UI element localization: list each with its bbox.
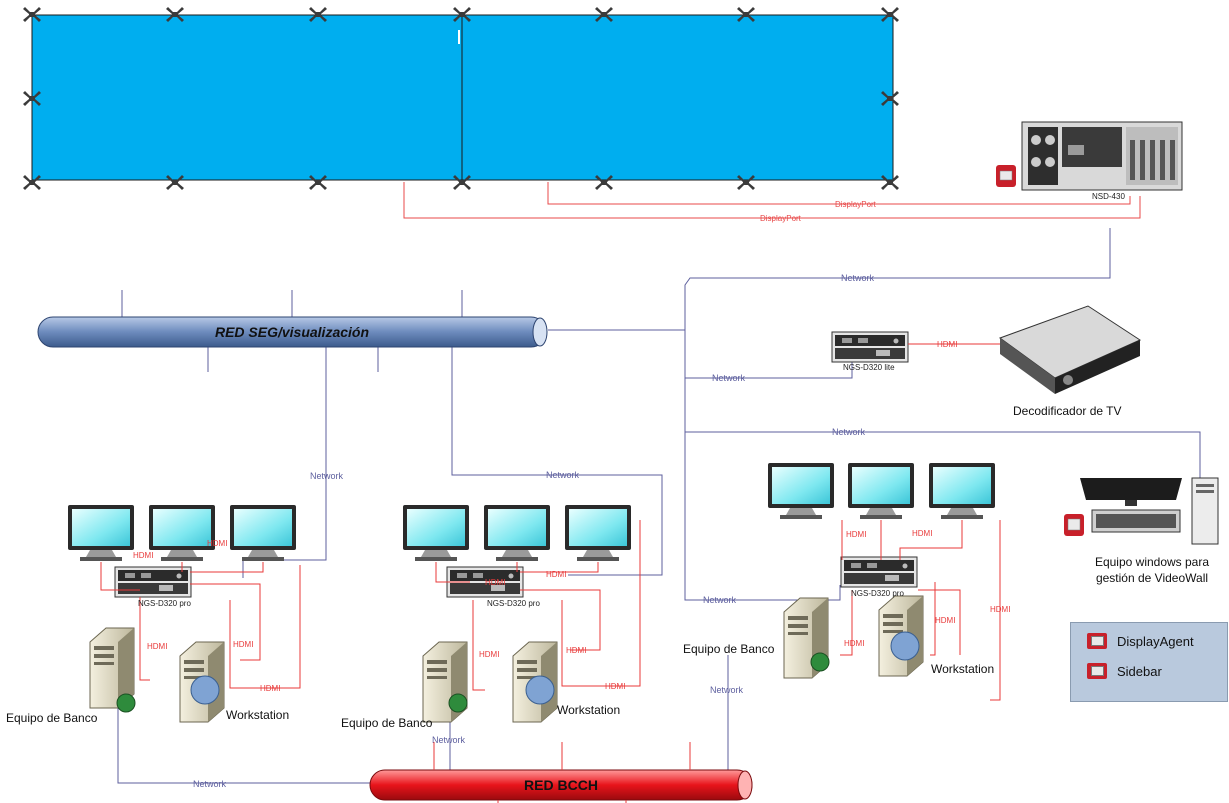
network-label-bcch-mid: Network <box>432 735 466 745</box>
station-left: HDMI HDMI HDMI HDMI HDMI <box>68 505 301 723</box>
ngs-d320-pro-right-label: NGS-D320 pro <box>851 589 904 598</box>
hdmi-mid-4: HDMI <box>566 646 586 655</box>
hdmi-mid-3: HDMI <box>479 650 499 659</box>
workstation-right-label: Workstation <box>931 662 994 676</box>
network-label-server: Network <box>841 273 875 283</box>
legend-label-display-agent: DisplayAgent <box>1117 633 1194 649</box>
bank-pc-left-label: Equipo de Banco <box>6 711 98 725</box>
network-label-bcch-left: Network <box>193 779 227 789</box>
station-right: HDMI HDMI HDMI HDMI HDMI <box>768 463 1010 701</box>
hdmi-left-1: HDMI <box>133 551 153 560</box>
windows-pc-label-2: gestión de VideoWall <box>1096 571 1208 585</box>
displayport-label-1: DisplayPort <box>835 200 877 209</box>
sidebar-legend-icon <box>1087 663 1107 679</box>
hdmi-right-3: HDMI <box>844 639 864 648</box>
hdmi-label-lite: HDMI <box>937 340 957 349</box>
ngs-d320-pro-mid-label: NGS-D320 pro <box>487 599 540 608</box>
displayport-label-2: DisplayPort <box>760 214 802 223</box>
legend-item-sidebar: Sidebar <box>1087 663 1162 679</box>
network-links <box>117 228 1201 784</box>
workstation-mid-label: Workstation <box>557 703 620 717</box>
legend-label-sidebar: Sidebar <box>1117 663 1162 679</box>
windows-pc-label-1: Equipo windows para <box>1095 555 1209 569</box>
red-seg-label: RED SEG/visualización <box>215 324 369 340</box>
ngs-d320-pro-left-label: NGS-D320 pro <box>138 599 191 608</box>
videowall <box>31 14 894 181</box>
red-bcch-pipe <box>369 742 753 803</box>
network-label-bcch-right: Network <box>710 685 744 695</box>
hdmi-right-5: HDMI <box>990 605 1010 614</box>
bank-pc-right-label: Equipo de Banco <box>683 642 775 656</box>
display-agent-legend-icon <box>1087 633 1107 649</box>
nsd-430-label: NSD-430 <box>1092 192 1125 201</box>
network-label-middle: Network <box>546 470 580 480</box>
legend-item-display-agent: DisplayAgent <box>1087 633 1194 649</box>
red-bcch-label: RED BCCH <box>524 777 598 793</box>
hdmi-right-2: HDMI <box>912 529 932 538</box>
ngs-d320-lite-label: NGS-D320 lite <box>843 363 895 372</box>
hdmi-left-2: HDMI <box>207 539 227 548</box>
sidebar-icon <box>1064 514 1084 536</box>
displayport-links <box>403 182 1141 219</box>
network-labels: Network Network Network Network Network … <box>193 273 875 789</box>
hdmi-mid-1: HDMI <box>485 578 505 587</box>
ngs-d320-lite <box>831 331 909 363</box>
tv-decoder-label: Decodificador de TV <box>1013 404 1122 418</box>
hdmi-left-3: HDMI <box>147 642 167 651</box>
hdmi-mid-5: HDMI <box>605 682 625 691</box>
legend: DisplayAgent Sidebar <box>1070 622 1228 702</box>
network-label-right-pro: Network <box>703 595 737 605</box>
hdmi-mid-2: HDMI <box>546 570 566 579</box>
network-label-lite: Network <box>712 373 746 383</box>
hdmi-right-1: HDMI <box>846 530 866 539</box>
network-label-windows: Network <box>832 427 866 437</box>
red-seg-pipe <box>37 316 548 348</box>
hdmi-left-4: HDMI <box>233 640 253 649</box>
windows-pc <box>1080 477 1219 545</box>
nsd-430-server <box>1021 121 1183 191</box>
network-label-left: Network <box>310 471 344 481</box>
hdmi-right-4: HDMI <box>935 616 955 625</box>
workstation-left-label: Workstation <box>226 708 289 722</box>
station-middle: HDMI HDMI HDMI HDMI HDMI <box>403 505 641 723</box>
display-agent-icon <box>996 165 1016 187</box>
bank-pc-mid-label: Equipo de Banco <box>341 716 433 730</box>
tv-decoder-device <box>998 305 1142 394</box>
hdmi-left-5: HDMI <box>260 684 280 693</box>
